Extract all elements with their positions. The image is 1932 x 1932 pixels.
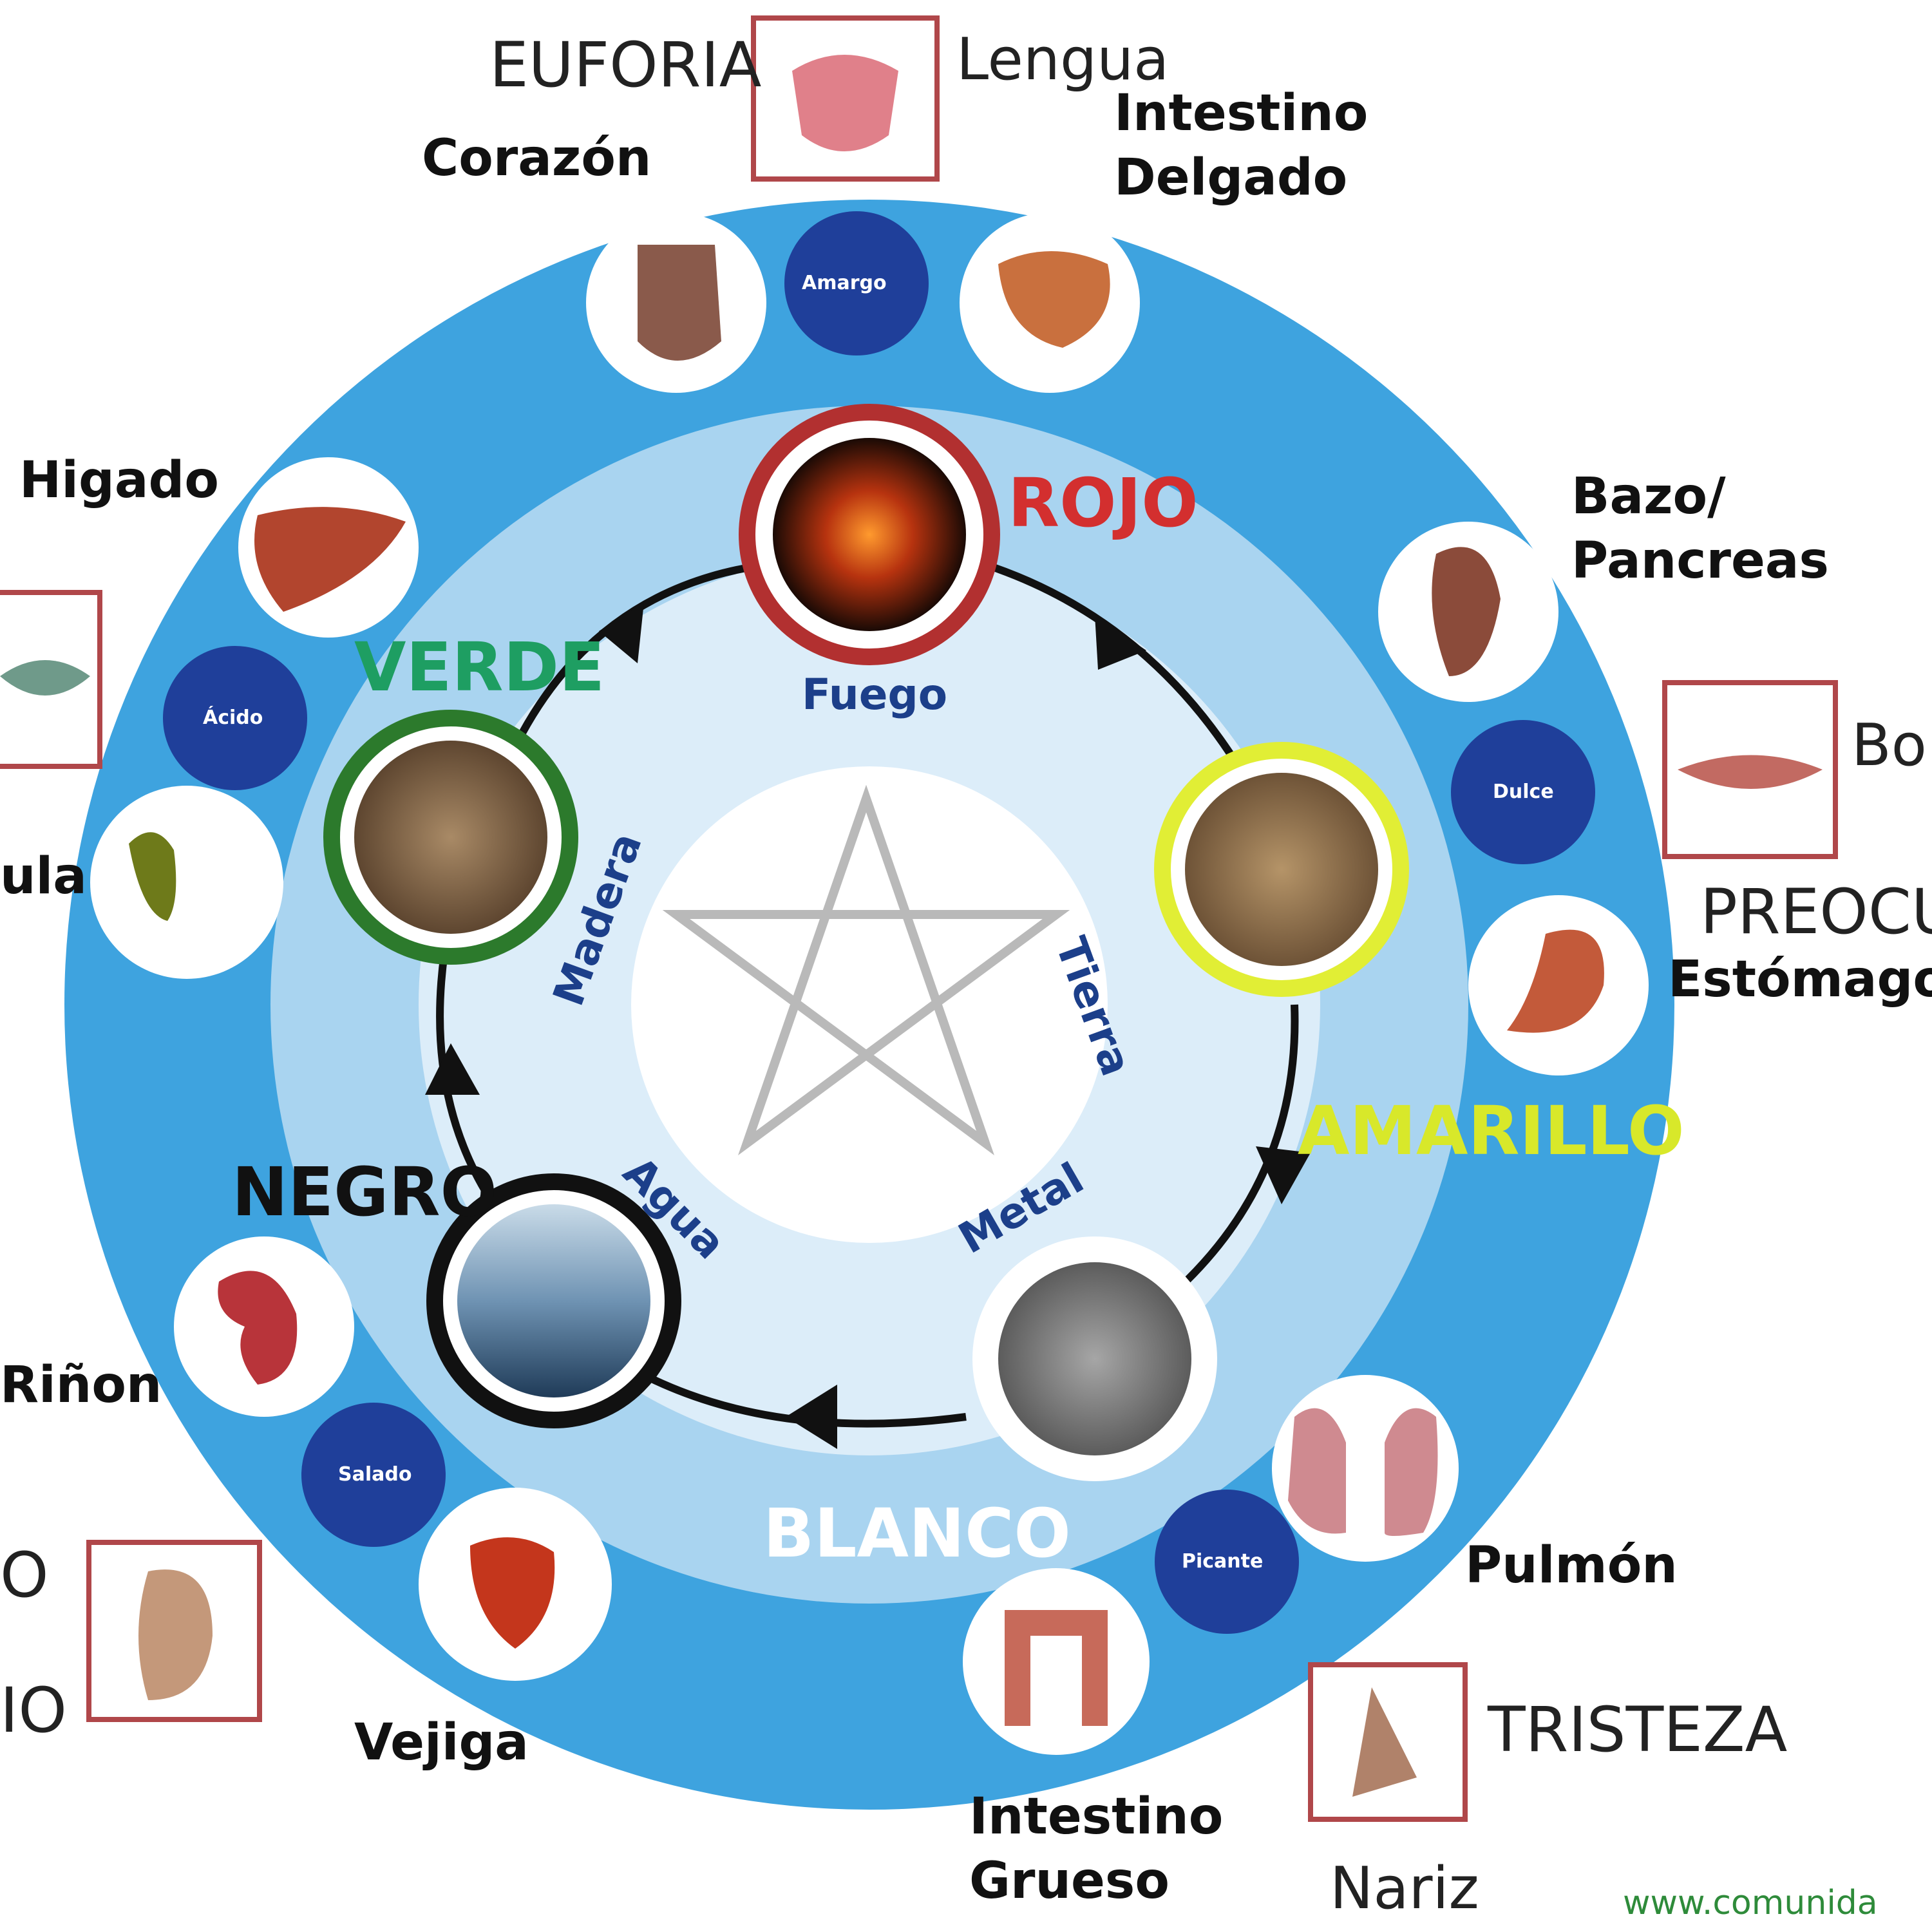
taste-salado-label: Salado [338, 1463, 412, 1486]
sense-boca: Bo [1852, 712, 1927, 779]
organ-vesicula-label: ula [0, 848, 87, 905]
heart-icon [638, 245, 721, 361]
nose-icon [1352, 1687, 1417, 1797]
emotion-left-partial-2: IO [0, 1674, 67, 1747]
taste-dulce-label: Dulce [1493, 781, 1554, 803]
arrowhead-3 [786, 1385, 837, 1449]
taste-picante-label: Picante [1182, 1550, 1264, 1573]
element-tierra [1154, 742, 1409, 997]
organ-intestino-delgado-label-1: Intestino [1114, 84, 1368, 142]
large-intestine-icon [1005, 1610, 1108, 1726]
kidney-icon [218, 1271, 298, 1385]
wood-image [354, 741, 547, 934]
organ-corazon-label: Corazón [422, 129, 652, 187]
emotion-preocupacion: PREOCU [1700, 876, 1932, 948]
small-intestine-icon [998, 251, 1110, 348]
taste-circles [163, 211, 1595, 1634]
sense-lengua: Lengua [956, 26, 1170, 93]
color-amarillo: AMARILLO [1298, 1092, 1685, 1170]
fire-image [773, 438, 966, 631]
arrowhead-1 [1095, 615, 1146, 670]
organ-intestino-grueso-label-1: Intestino [969, 1788, 1224, 1846]
organ-higado-label: Higado [19, 451, 219, 509]
eye-icon [0, 660, 90, 696]
organ-vejiga-label: Vejiga [354, 1714, 529, 1772]
emotion-left-partial-1: O [0, 1539, 49, 1611]
color-rojo: ROJO [1008, 464, 1198, 542]
element-metal [972, 1236, 1217, 1481]
color-negro: NEGRO [232, 1153, 497, 1231]
organ-intestino-grueso-label-2: Grueso [969, 1852, 1170, 1910]
element-fuego-label: Fuego [802, 670, 948, 719]
lips-icon [1678, 755, 1823, 789]
cycle-arrows [425, 563, 1311, 1449]
tongue-icon [792, 55, 898, 151]
organ-vesicula-circle [90, 786, 283, 979]
taste-amargo-circle [784, 211, 929, 355]
spleen-icon [1432, 547, 1501, 676]
element-agua [426, 1173, 681, 1428]
organ-intestino-grueso-circle [963, 1568, 1150, 1755]
lungs-icon [1288, 1408, 1438, 1536]
emotion-tristeza: TRISTEZA [1488, 1694, 1788, 1766]
element-madera [323, 710, 578, 965]
color-verde: VERDE [354, 628, 605, 706]
taste-picante-circle [1155, 1490, 1299, 1634]
taste-salado-circle [301, 1403, 446, 1547]
tongue-box [751, 15, 940, 182]
taste-acido-circle [163, 646, 307, 790]
organ-rinon-label: Riñon [0, 1356, 162, 1414]
sense-nariz: Nariz [1330, 1855, 1479, 1922]
organ-estomago-label: Estómago [1668, 951, 1932, 1009]
organ-bazo-label-2: Pancreas [1571, 532, 1829, 590]
stomach-icon [1507, 929, 1604, 1033]
element-fuego [739, 404, 1000, 665]
color-blanco: BLANCO [763, 1494, 1071, 1573]
ear-icon [138, 1569, 213, 1700]
watermark: www.comunida [1623, 1884, 1878, 1922]
organ-pulmon-label: Pulmón [1465, 1537, 1678, 1595]
metal-image [998, 1262, 1191, 1455]
arrowhead-5 [599, 602, 644, 663]
arrowhead-2 [1256, 1146, 1311, 1204]
organ-intestino-delgado-label-2: Delgado [1114, 149, 1348, 207]
water-image [457, 1204, 650, 1397]
bladder-icon [470, 1537, 555, 1649]
liver-icon [254, 507, 406, 612]
gallbladder-icon [129, 832, 176, 921]
emotion-euforia: EUFORIA [489, 29, 762, 101]
taste-amargo-label: Amargo [802, 272, 887, 294]
organ-bazo-label-1: Bazo/ [1571, 468, 1726, 526]
pentagram [662, 784, 1070, 1156]
arrowhead-4 [425, 1043, 480, 1095]
arrow-metal-agua [636, 1368, 967, 1428]
earth-image [1185, 773, 1378, 966]
organ-icons [129, 245, 1604, 1726]
taste-acido-label: Ácido [203, 706, 263, 729]
taste-dulce-circle [1451, 720, 1595, 864]
sense-icons [0, 55, 1823, 1797]
